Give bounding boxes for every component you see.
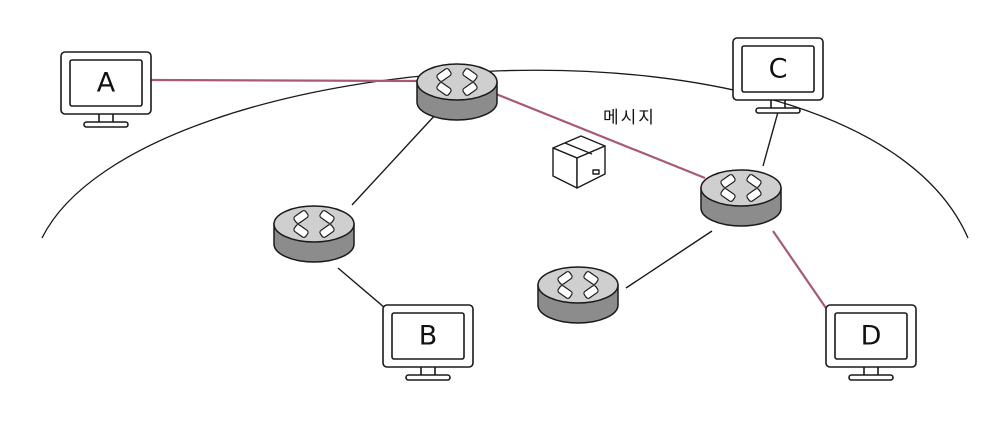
computer-d: D: [825, 304, 917, 381]
network-boundary-arc: [41, 69, 969, 239]
package-icon: [552, 135, 606, 189]
link-router4-computer-c: [762, 111, 779, 167]
link-router3-router4: [625, 230, 713, 289]
monitor-icon: [732, 37, 824, 114]
monitor-icon: [60, 51, 152, 128]
router-3: [537, 266, 619, 324]
router-1: [416, 63, 498, 121]
monitor-icon: [382, 304, 474, 381]
computer-a-label: A: [97, 68, 116, 99]
computer-a: A: [60, 51, 152, 128]
computer-d-label: D: [861, 321, 882, 352]
message-label: 메시지: [603, 108, 656, 128]
monitor-icon: [825, 304, 917, 381]
link-router1-router2: [351, 112, 438, 206]
path-segment-router1-router4: [495, 92, 706, 180]
message-path: [149, 78, 829, 312]
path-segment-router4-computer-d: [772, 230, 829, 312]
path-segment-a-router1: [149, 78, 419, 83]
computer-c-label: C: [769, 54, 788, 85]
computer-c: C: [732, 37, 824, 114]
computer-b: B: [382, 304, 474, 381]
router-4: [700, 169, 782, 227]
computer-b-label: B: [419, 321, 438, 352]
router-2: [273, 205, 355, 263]
